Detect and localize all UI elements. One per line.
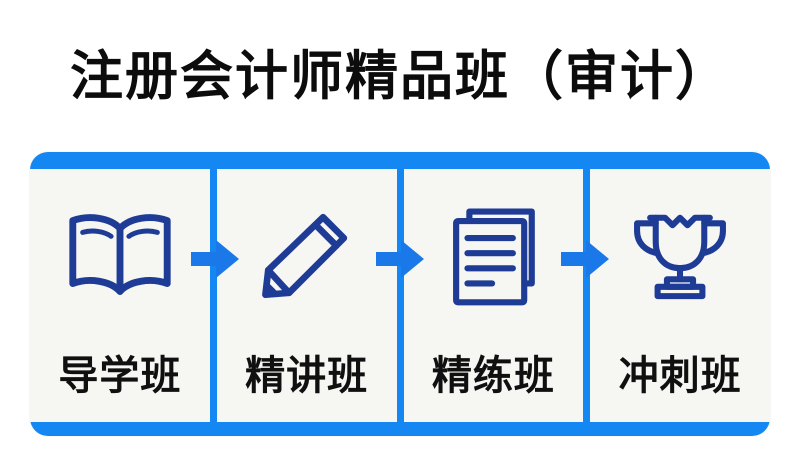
column-divider — [396, 169, 404, 422]
stage-guide-class: 导学班 — [30, 169, 210, 422]
stage-label: 精练班 — [431, 354, 555, 398]
trophy-icon — [624, 195, 736, 317]
stage-sprint-class: 冲刺班 — [590, 169, 770, 422]
card-bottom-bar — [30, 422, 770, 436]
pencil-icon — [255, 195, 359, 317]
stage-label: 精讲班 — [245, 354, 369, 398]
arrow-right-icon — [561, 240, 609, 278]
arrow-right-icon — [376, 240, 424, 278]
stage-practice-class: 精练班 — [404, 169, 584, 422]
stage-label: 冲刺班 — [618, 354, 742, 398]
column-divider — [209, 169, 217, 422]
card-top-bar — [30, 152, 770, 169]
arrow-right-icon — [191, 240, 239, 278]
column-divider — [583, 169, 591, 422]
stage-lecture-class: 精讲班 — [217, 169, 397, 422]
stage-label: 导学班 — [58, 354, 182, 398]
course-flow-card: 导学班 精讲班 — [30, 152, 770, 436]
stage-columns: 导学班 精讲班 — [30, 169, 770, 422]
documents-icon — [441, 195, 545, 317]
page-title: 注册会计师精品班（审计） — [70, 47, 730, 106]
open-book-icon — [61, 195, 179, 317]
